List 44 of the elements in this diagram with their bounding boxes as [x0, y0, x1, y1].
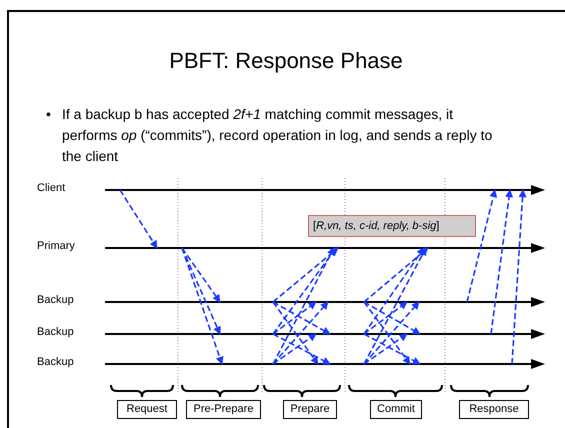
- phase-label-box: Request: [117, 400, 177, 419]
- message-arrow: [363, 247, 427, 364]
- message-arrow: [490, 189, 514, 334]
- process-timeline: [105, 329, 545, 339]
- message-arrow: [181, 248, 224, 365]
- message-arrow: [364, 333, 421, 365]
- message-arrow: [364, 301, 421, 335]
- message-arrow: [181, 248, 221, 303]
- process-label: Client: [37, 182, 66, 195]
- phase-label-box: Commit: [370, 400, 422, 419]
- phase-label-box: Response: [459, 400, 529, 419]
- process-timeline: [105, 359, 545, 369]
- message-arrow: [272, 302, 319, 365]
- process-timeline: [105, 185, 545, 195]
- message-arrow: [363, 301, 420, 365]
- process-label: Backup: [37, 356, 74, 369]
- message-arrow: [119, 190, 158, 249]
- process-label: Primary: [37, 240, 75, 253]
- message-arrow: [364, 333, 408, 365]
- message-arrow: [181, 248, 221, 335]
- message-arrow: [363, 302, 411, 365]
- process-label: Backup: [37, 326, 74, 339]
- process-label: Backup: [37, 294, 74, 307]
- message-arrow: [272, 333, 317, 365]
- process-timeline: [105, 243, 545, 253]
- message-format-box: [R,vn, ts, c-id, reply, b-sig]: [308, 215, 476, 237]
- message-arrow: [272, 301, 317, 335]
- process-timeline: [105, 297, 545, 307]
- phase-label-box: Prepare: [283, 400, 337, 419]
- message-arrow: [364, 301, 408, 335]
- slide-title: PBFT: Response Phase: [168, 47, 404, 75]
- bullet-marker: •: [46, 105, 52, 124]
- message-arrow: [511, 189, 527, 364]
- message-arrow: [363, 247, 425, 334]
- message-arrow: [272, 247, 339, 303]
- message-arrow: [272, 333, 331, 365]
- message-arrow: [272, 301, 329, 365]
- message-arrow: [272, 247, 337, 334]
- message-arrow: [272, 301, 331, 335]
- message-arrow: [363, 247, 429, 303]
- message-arrow: [466, 189, 498, 302]
- phase-label-box: Pre-Prepare: [186, 400, 261, 419]
- bullet-text: If a backup b has accepted 2f+1 matching commit messages, it performs op (“commits”), record operation in log, and sends a reply to the client: [62, 105, 494, 166]
- message-arrow: [272, 247, 335, 364]
